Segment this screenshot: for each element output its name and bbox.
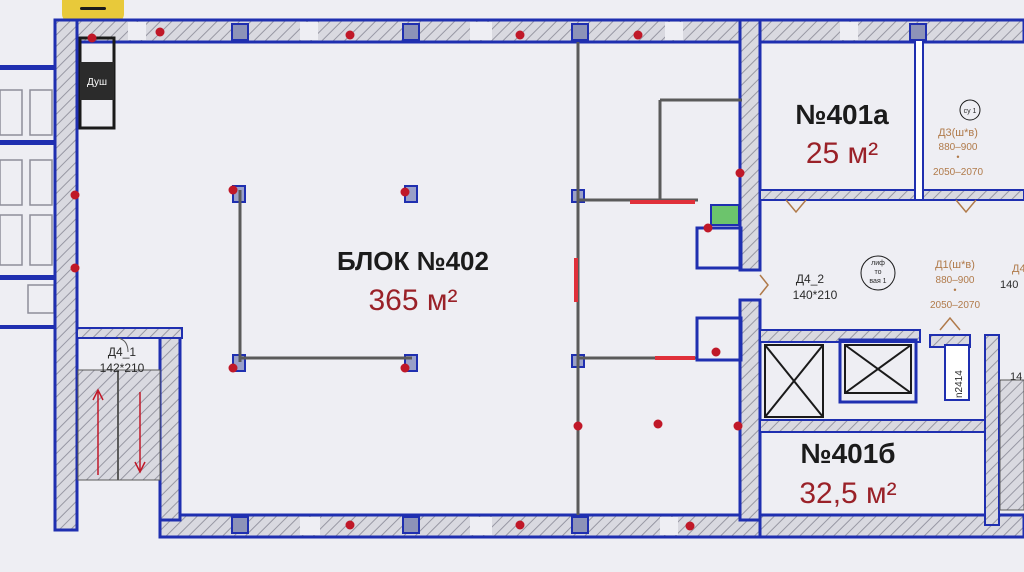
svg-text:лиф: лиф [871,260,885,267]
door-d1-name: Д1(ш*в) [935,259,975,271]
door-d3-h: 2050–2070 [933,167,983,178]
partitions [238,42,742,515]
block-402-name: БЛОК №402 [337,246,489,276]
svg-text:n2414: n2414 [954,370,965,398]
door-d3-w: 880–900 [939,142,978,153]
shower-box: Душ [78,36,116,130]
edge-140-label: 140 [1000,279,1018,291]
door-d3-dot: • [956,152,959,162]
door-d4-2-name: Д4_2 [796,272,824,286]
svg-text:су 1: су 1 [964,108,977,115]
staircase [77,337,161,481]
svg-text:вая 1: вая 1 [869,278,886,285]
room-401a-area: 25 м² [806,137,878,170]
n2414-box: n2414 [944,344,970,401]
su-circle: су 1 [959,99,981,121]
lift-circle: лиф то вая 1 [860,255,896,291]
door-d4-2-size: 140*210 [793,288,838,302]
door-d1-h: 2050–2070 [930,300,980,311]
staircase-right [999,379,1024,511]
shower-label: Душ [87,77,107,88]
markers [70,27,745,531]
door-d3-name: Д3(ш*в) [938,127,978,139]
elevators [764,338,918,418]
red-cuts [574,200,695,360]
door-d4-1-name: Д4_1 [108,345,136,359]
svg-text:то: то [874,269,881,276]
shafts [695,204,743,362]
room-401b-area: 32,5 м² [799,477,896,510]
left-toilets [0,65,60,329]
door-d1-w: 880–900 [936,275,975,286]
door-d1-dot: • [953,285,956,295]
door-swings [759,199,977,331]
edge-14-label: 14 [1010,371,1022,383]
top-handle[interactable] [62,0,124,22]
door-d4-1-size: 142*210 [100,361,145,375]
room-401b-name: №401б [800,438,895,469]
edge-d4-label: Д4 [1012,263,1024,275]
block-402-area: 365 м² [368,284,457,317]
room-401a-name: №401а [795,99,889,130]
handle-bar [80,7,106,10]
